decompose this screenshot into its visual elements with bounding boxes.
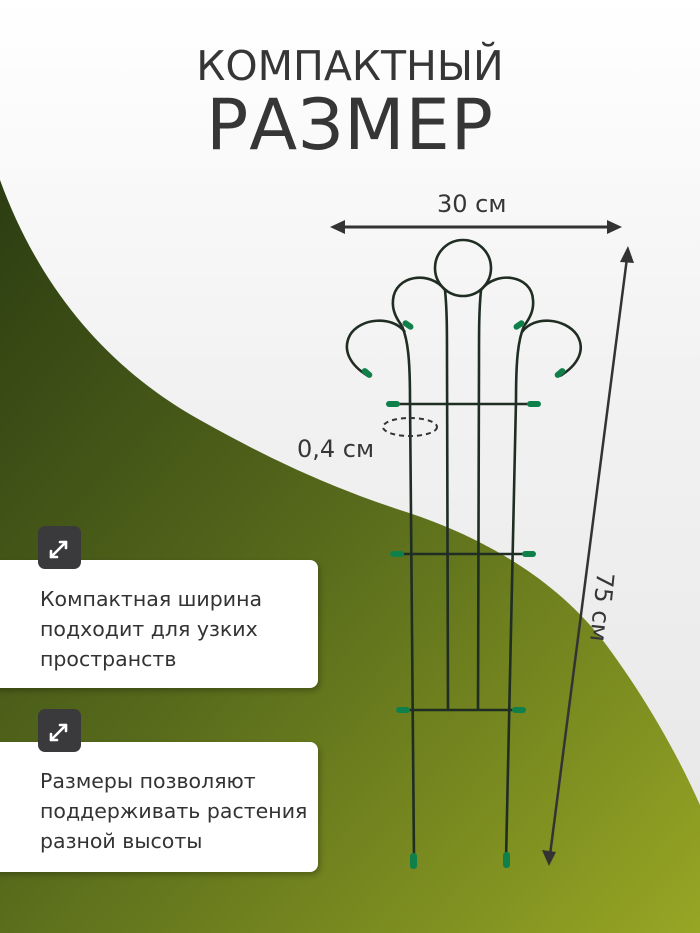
feature-badge-2 <box>38 709 81 752</box>
feature-text-1: Компактная ширина подходит для узких про… <box>40 587 263 671</box>
feature-card-2: Размеры позволяют поддерживать растения … <box>0 742 318 872</box>
expand-arrows-icon <box>49 540 67 558</box>
feature-badge-1 <box>38 526 81 569</box>
expand-arrows-icon <box>49 723 67 741</box>
width-arrow <box>330 220 622 234</box>
title-line-1: КОМПАКТНЫЙ <box>196 42 504 90</box>
feature-card-1: Компактная ширина подходит для узких про… <box>0 560 318 688</box>
trellis-tips <box>361 320 566 869</box>
width-label: 30 см <box>437 190 507 218</box>
trellis-wire <box>345 238 582 861</box>
height-arrow <box>542 246 634 866</box>
wire-thickness-label: 0,4 см <box>297 435 375 463</box>
title-line-2: РАЗМЕР <box>206 84 494 166</box>
feature-text-2: Размеры позволяют поддерживать растения … <box>40 769 308 853</box>
wire-thickness-marker <box>382 417 438 437</box>
